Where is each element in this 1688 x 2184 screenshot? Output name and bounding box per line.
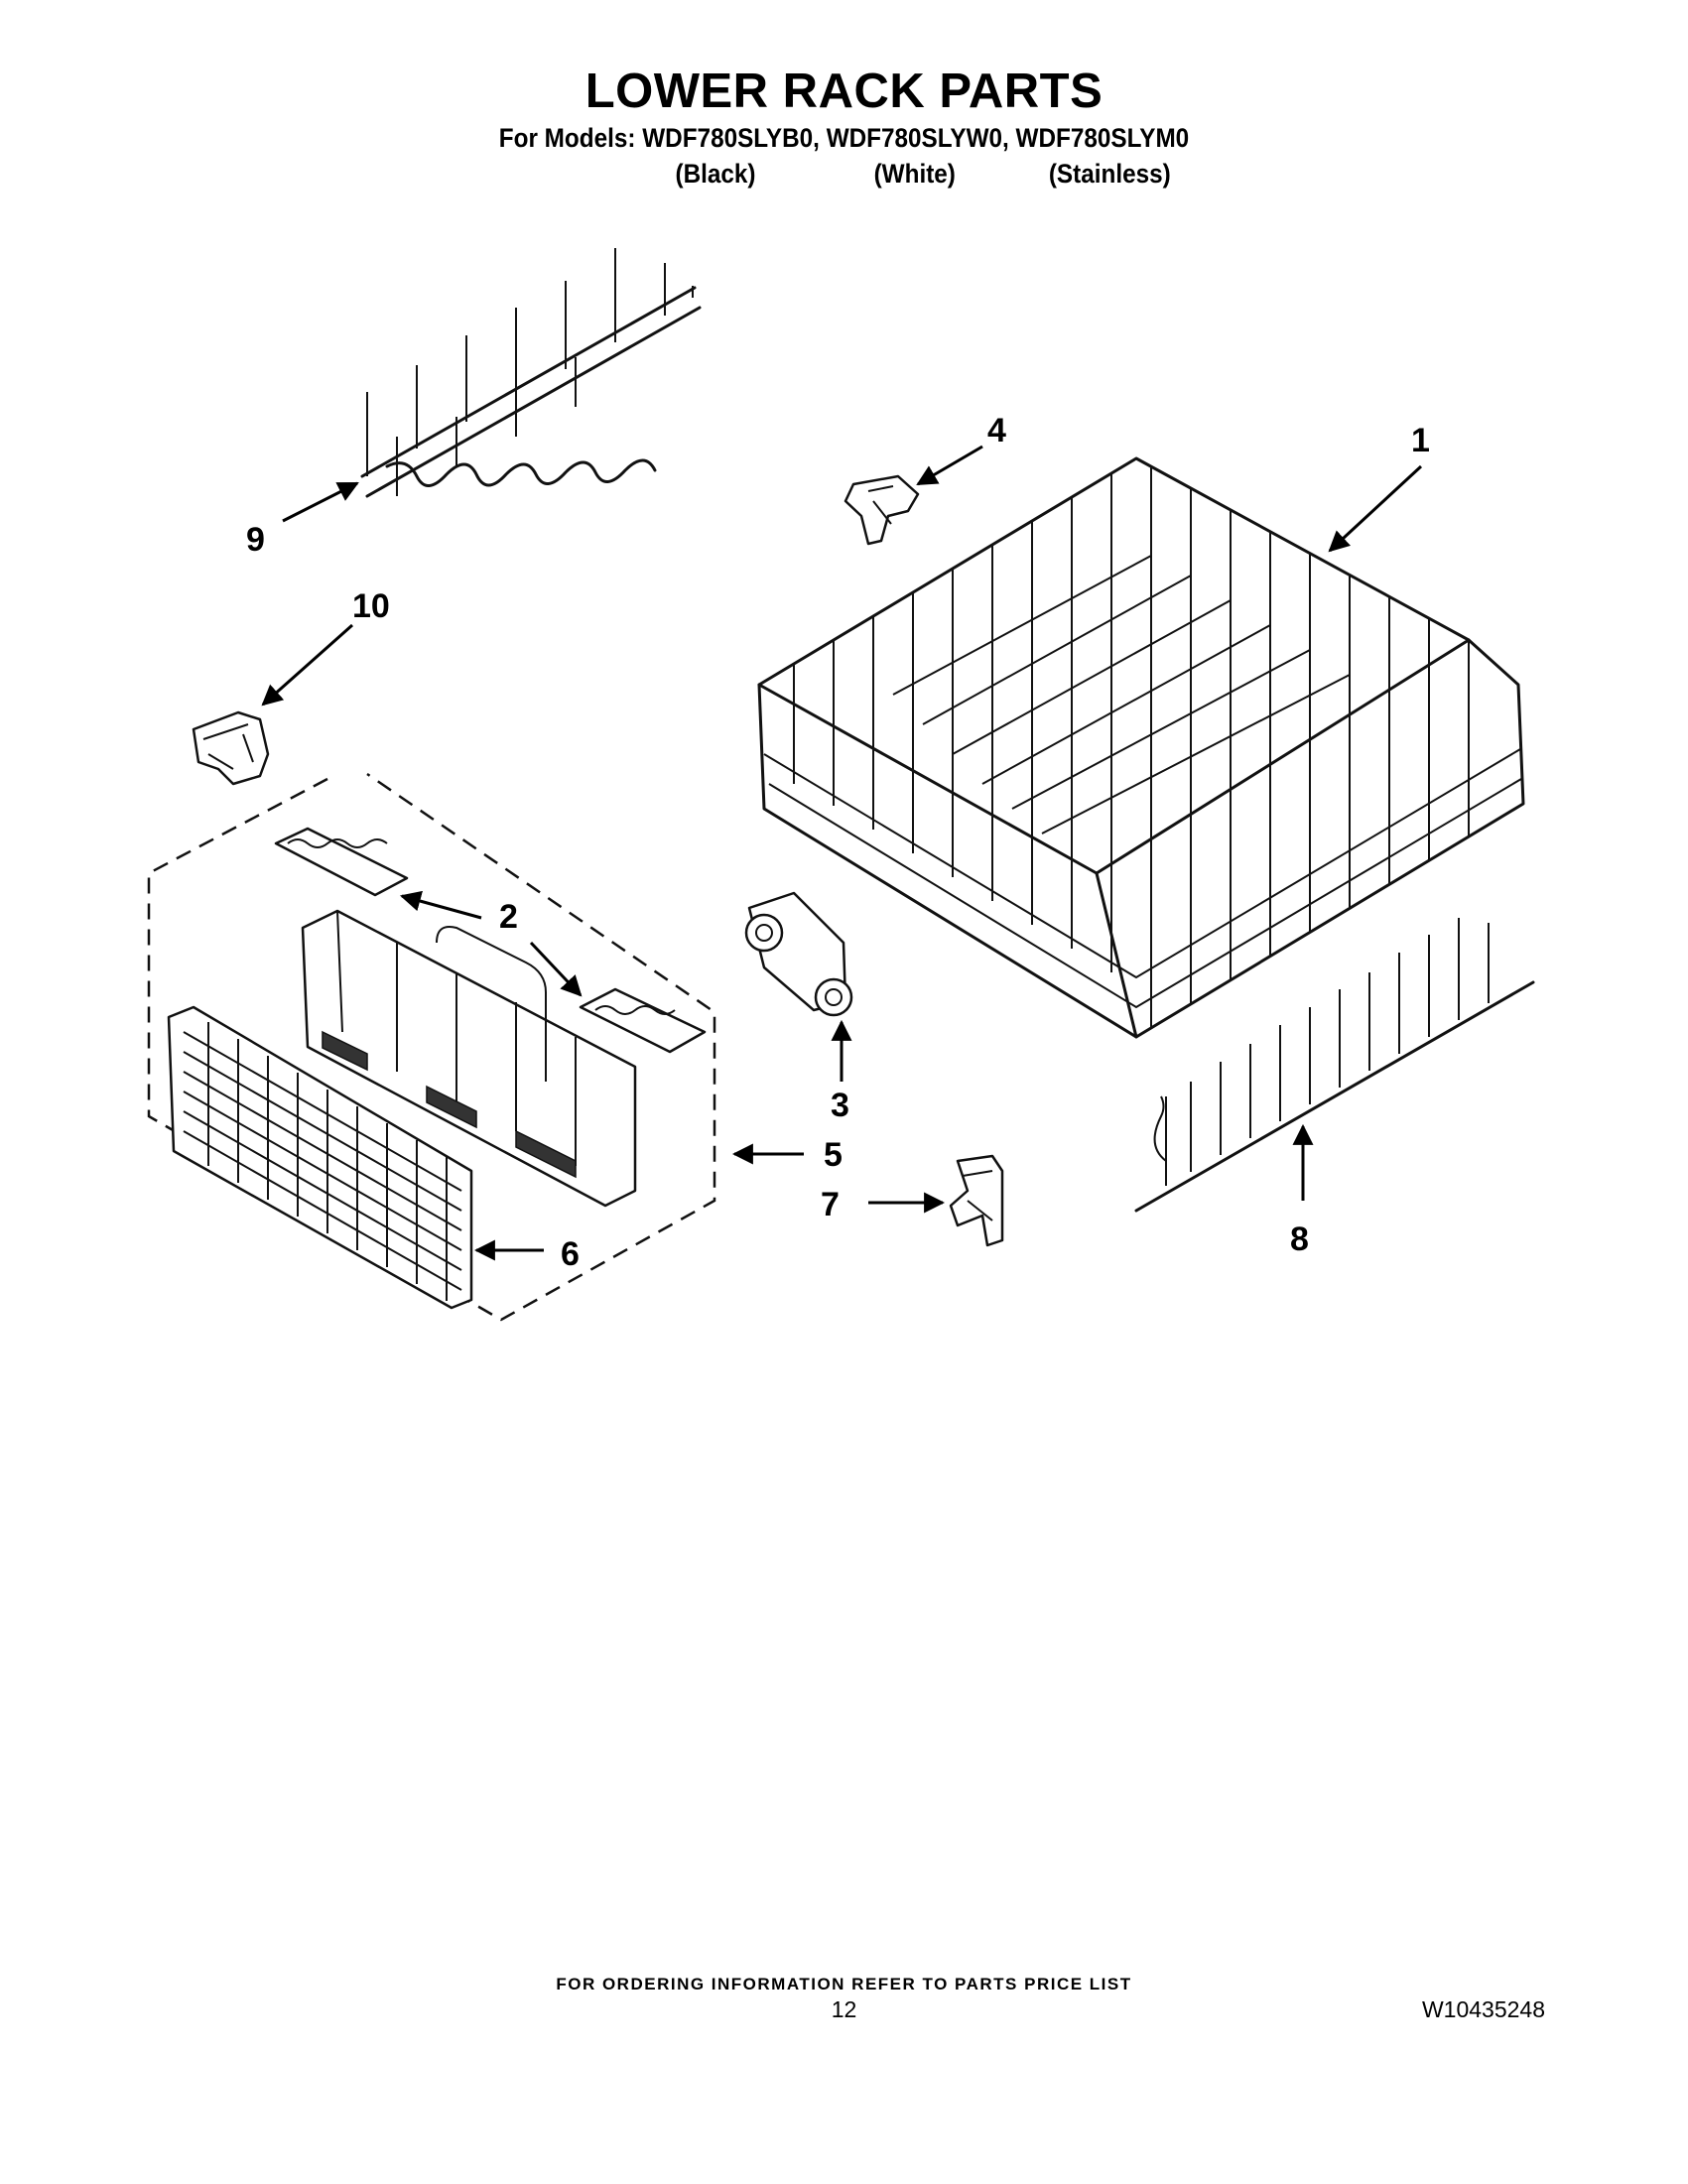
document-number: W10435248 [1421, 1996, 1545, 2022]
callout-numbers: 1 2 3 4 5 6 7 8 9 10 [246, 412, 1430, 1273]
callout-8: 8 [1290, 1220, 1309, 1258]
leader-line-10 [261, 623, 353, 707]
callout-9: 9 [246, 521, 265, 559]
callout-10: 10 [352, 587, 390, 625]
callout-1: 1 [1411, 422, 1430, 459]
leader-line-2b [529, 941, 583, 997]
silverware-basket-group [147, 772, 716, 1322]
tine-row-part-9 [360, 248, 702, 498]
callout-5: 5 [824, 1136, 843, 1174]
callout-2: 2 [499, 898, 518, 936]
callout-7: 7 [821, 1186, 840, 1223]
page-number: 12 [831, 1996, 857, 2022]
callout-6: 6 [561, 1235, 580, 1273]
callout-3: 3 [831, 1087, 849, 1124]
tine-row-part-8 [1134, 918, 1535, 1213]
clip-part-4 [844, 474, 920, 546]
page-title: LOWER RACK PARTS [584, 64, 1104, 118]
models-line: For Models: WDF780SLYB0, WDF780SLYW0, WD… [498, 123, 1190, 153]
finish-stainless-label: (Stainless) [1048, 159, 1171, 189]
ordering-note: FOR ORDERING INFORMATION REFER TO PARTS … [556, 1975, 1132, 1993]
leader-line-9 [282, 481, 359, 523]
clip-part-7 [949, 1154, 1004, 1247]
callout-4: 4 [987, 412, 1006, 450]
leader-line-4 [916, 445, 983, 486]
finish-black-label: (Black) [675, 159, 756, 189]
leader-lines [261, 445, 1423, 1261]
clip-part-10 [192, 710, 270, 786]
wheel-assembly-part-3 [744, 891, 853, 1017]
finish-white-label: (White) [873, 159, 956, 189]
leader-line-1 [1328, 464, 1423, 553]
lower-rack-part-1 [757, 456, 1525, 1039]
leader-line-2a [399, 890, 482, 920]
